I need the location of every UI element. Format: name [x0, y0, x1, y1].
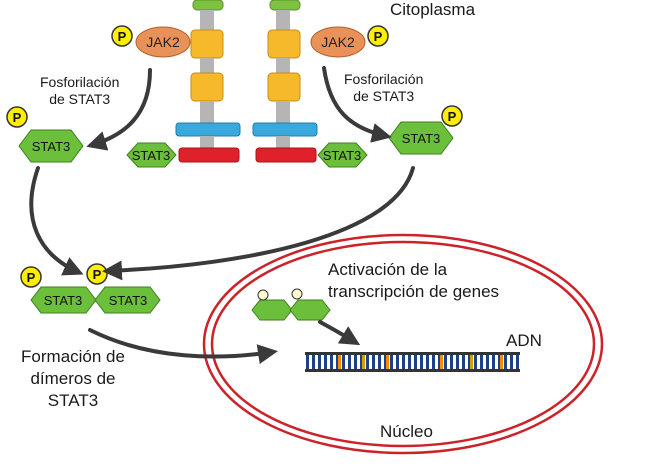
- arrow-jak2-to-stat3-right: [322, 66, 392, 143]
- stat3-dimer: STAT3 STAT3: [30, 286, 161, 314]
- jak2-left: JAK2: [135, 26, 191, 58]
- dna-label: ADN: [506, 331, 542, 350]
- arrow-stat3-left-to-dimer: [29, 166, 84, 276]
- svg-text:STAT3: STAT3: [109, 293, 148, 308]
- phospho-dimer-right: P: [86, 263, 108, 285]
- svg-text:P: P: [13, 110, 22, 125]
- nuclear-stat3-dimer: [251, 288, 331, 321]
- jak2-right: JAK2: [310, 26, 366, 58]
- phospho-jak2-left: P: [111, 25, 133, 47]
- phosphorylation-label-left: Fosforilación de STAT3: [40, 74, 120, 107]
- stat3-bound-left: STAT3: [126, 142, 177, 168]
- phospho-stat3-left: P: [6, 106, 28, 128]
- arrow-stat3-right-to-dimer: [102, 166, 415, 281]
- stat3-phospho-right: STAT3: [388, 121, 454, 155]
- arrow-dimer-to-dna: [318, 320, 361, 346]
- nucleus: [202, 233, 604, 455]
- svg-text:P: P: [27, 270, 36, 285]
- svg-text:STAT3: STAT3: [32, 139, 71, 154]
- nucleus-label: Núcleo: [380, 422, 433, 441]
- phospho-stat3-right: P: [441, 105, 463, 127]
- phospho-dimer-left: P: [20, 266, 42, 288]
- stat3-phospho-left: STAT3: [18, 129, 84, 163]
- jak2-left-label: JAK2: [146, 34, 180, 50]
- arrows: [29, 66, 415, 365]
- svg-text:P: P: [374, 29, 383, 44]
- svg-text:STAT3: STAT3: [132, 148, 171, 163]
- dimer-formation-label: Formación de dímeros de STAT3: [21, 347, 125, 410]
- jak2-right-label: JAK2: [321, 34, 355, 50]
- transcription-label: Activación de la transcripción de genes: [328, 260, 500, 301]
- stat3-bound-right: STAT3: [317, 142, 368, 168]
- svg-text:P: P: [448, 109, 457, 124]
- arrow-dimer-to-nucleus: [88, 328, 278, 365]
- cytoplasm-label: Citoplasma: [390, 0, 476, 19]
- dna-strand: [305, 352, 520, 372]
- receptor-right: [252, 0, 318, 163]
- arrow-jak2-to-stat3-left: [86, 68, 152, 151]
- receptor-left: [175, 0, 241, 163]
- svg-text:STAT3: STAT3: [323, 148, 362, 163]
- svg-text:P: P: [118, 29, 127, 44]
- svg-text:P: P: [93, 267, 102, 282]
- phospho-jak2-right: P: [367, 25, 389, 47]
- phosphorylation-label-right: Fosforilación de STAT3: [344, 71, 424, 104]
- svg-text:STAT3: STAT3: [402, 131, 441, 146]
- svg-text:STAT3: STAT3: [44, 293, 83, 308]
